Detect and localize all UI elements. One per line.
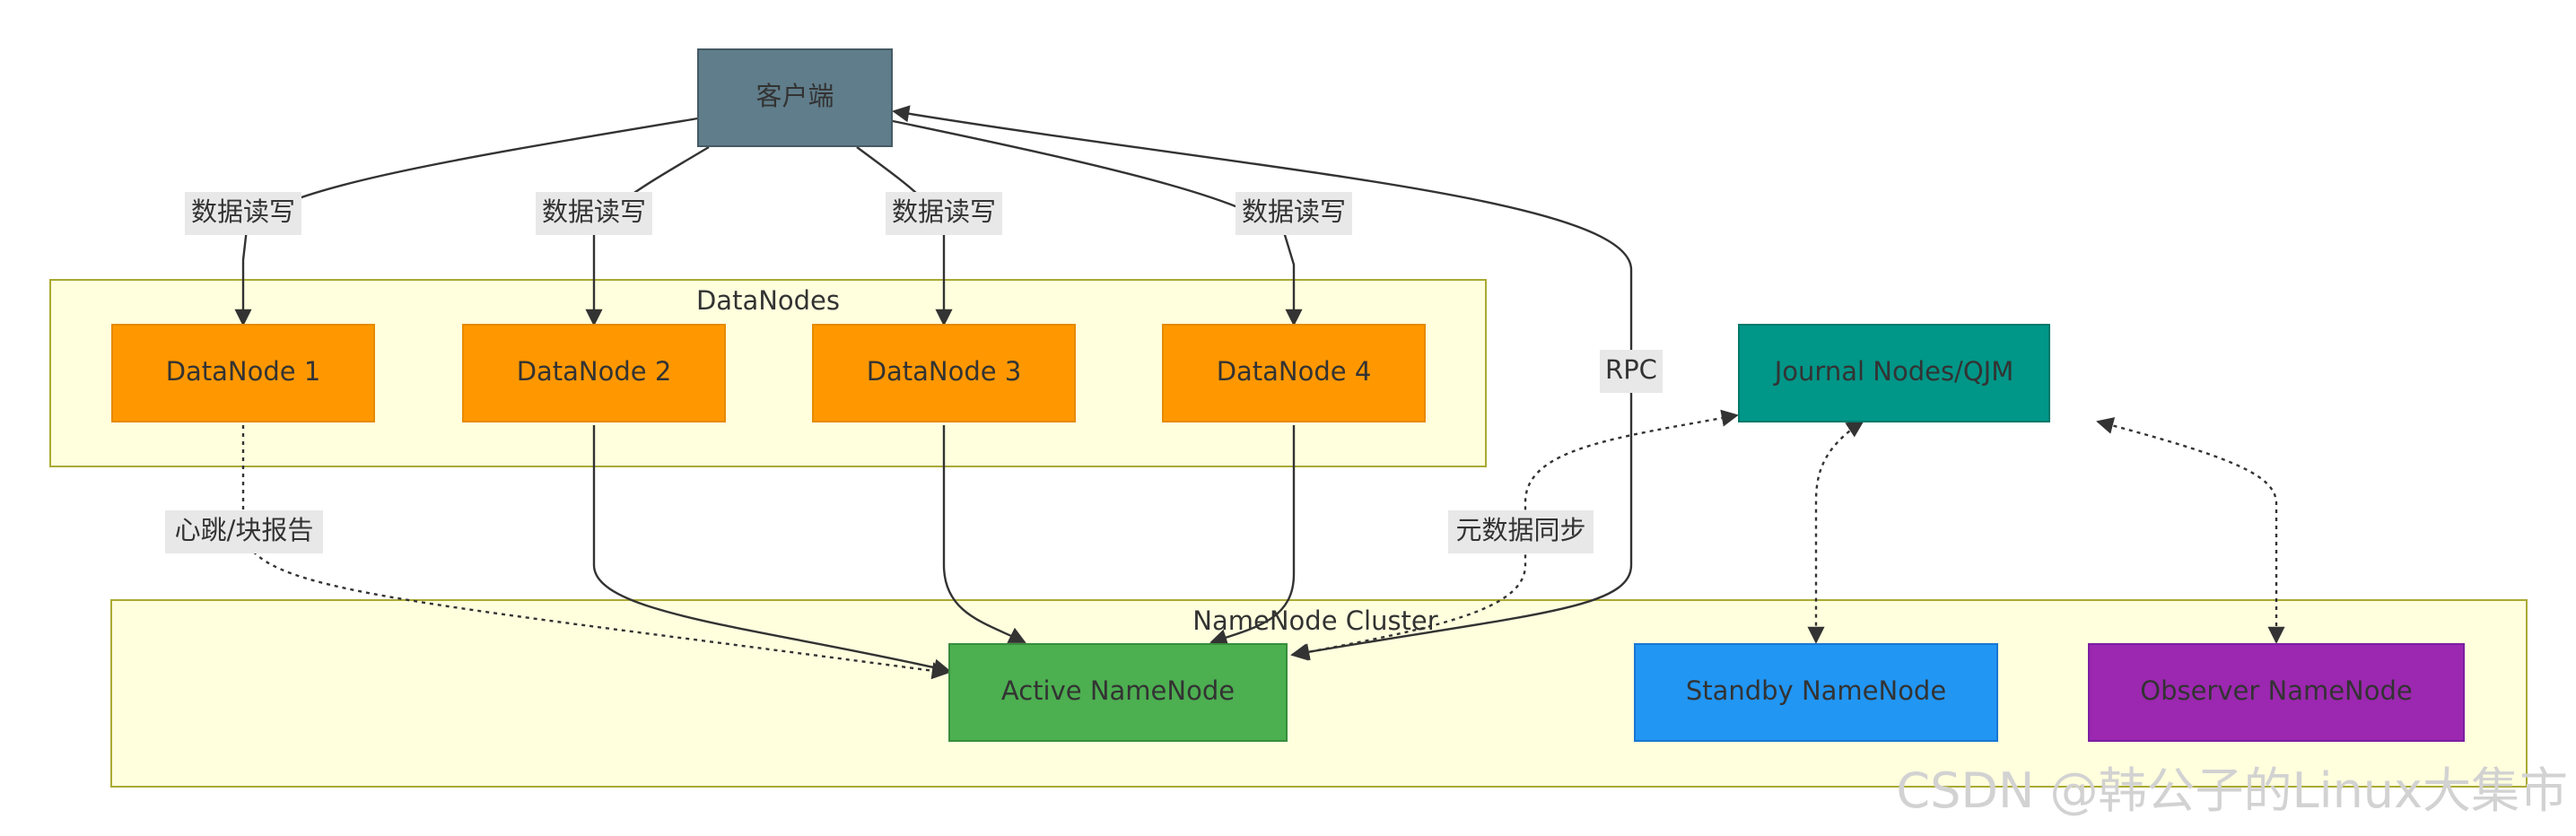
svg-text:RPC: RPC <box>1605 354 1657 385</box>
svg-text:DataNode 3: DataNode 3 <box>867 356 1022 387</box>
edge-journal-observer <box>2096 417 2285 644</box>
svg-text:数据读写: 数据读写 <box>892 196 996 227</box>
observer-namenode[interactable]: Observer NameNode <box>2088 643 2465 742</box>
edge-label-metadata-sync: 元数据同步 <box>1448 510 1594 553</box>
svg-text:Active NameNode: Active NameNode <box>1001 675 1235 706</box>
edge-label-client-datanode4: 数据读写 <box>1236 192 1352 235</box>
svg-text:Journal Nodes/QJM: Journal Nodes/QJM <box>1773 356 2013 387</box>
standby-namenode[interactable]: Standby NameNode <box>1634 643 1998 742</box>
edge-datanode3-active <box>942 425 1026 644</box>
edge-datanode2-active <box>592 425 951 676</box>
journal-nodes-qjm[interactable]: Journal Nodes/QJM <box>1738 324 2050 422</box>
active-namenode[interactable]: Active NameNode <box>948 643 1288 742</box>
client-node[interactable]: 客户端 <box>697 48 893 147</box>
svg-text:客户端: 客户端 <box>755 81 834 111</box>
svg-text:心跳/块报告: 心跳/块报告 <box>175 515 314 545</box>
datanode-1[interactable]: DataNode 1 <box>111 324 375 422</box>
watermark: CSDN @韩公子的Linux大集市 <box>1896 762 2568 819</box>
datanodes-group-title: DataNodes <box>696 285 840 316</box>
datanode-4[interactable]: DataNode 4 <box>1162 324 1426 422</box>
svg-text:DataNode 2: DataNode 2 <box>517 356 672 387</box>
edge-label-client-datanode2: 数据读写 <box>536 192 652 235</box>
svg-text:数据读写: 数据读写 <box>542 196 646 227</box>
namenode-cluster-group-title: NameNode Cluster <box>1192 605 1437 636</box>
svg-text:数据读写: 数据读写 <box>191 196 295 227</box>
edge-label-client-datanode3: 数据读写 <box>886 192 1002 235</box>
edge-label-client-datanode1: 数据读写 <box>185 192 301 235</box>
svg-text:Observer NameNode: Observer NameNode <box>2140 675 2413 706</box>
svg-text:Standby NameNode: Standby NameNode <box>1686 675 1946 706</box>
svg-text:DataNode 1: DataNode 1 <box>166 356 321 387</box>
edge-label-rpc: RPC <box>1600 350 1663 393</box>
edge-journal-standby <box>1807 420 1864 644</box>
datanode-3[interactable]: DataNode 3 <box>812 324 1076 422</box>
datanode-2[interactable]: DataNode 2 <box>462 324 726 422</box>
edge-label-heartbeat: 心跳/块报告 <box>165 510 323 553</box>
svg-text:DataNode 4: DataNode 4 <box>1217 356 1372 387</box>
svg-text:数据读写: 数据读写 <box>1242 196 1346 227</box>
svg-text:元数据同步: 元数据同步 <box>1455 515 1585 545</box>
